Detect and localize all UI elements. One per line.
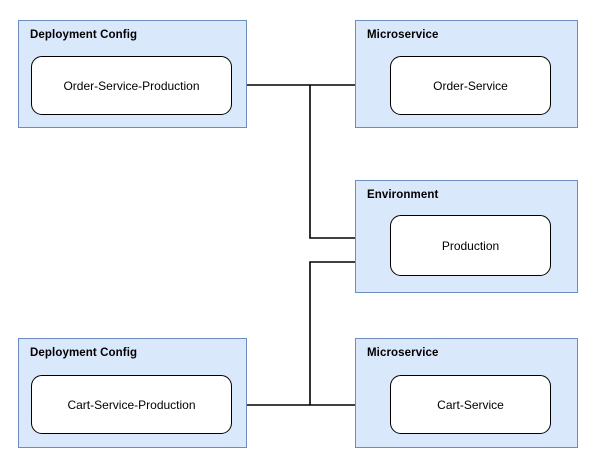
group-title: Microservice <box>367 29 439 41</box>
group-title: Deployment Config <box>30 347 138 359</box>
group-title: Deployment Config <box>30 29 138 41</box>
node-order-service-production[interactable]: Order-Service-Production <box>31 56 232 115</box>
node-label: Cart-Service-Production <box>67 397 196 412</box>
node-label: Cart-Service <box>437 397 504 412</box>
node-cart-service-production[interactable]: Cart-Service-Production <box>31 375 232 434</box>
node-label: Order-Service-Production <box>63 78 200 93</box>
node-production[interactable]: Production <box>390 215 551 276</box>
group-title: Microservice <box>367 347 439 359</box>
node-cart-service[interactable]: Cart-Service <box>390 375 551 434</box>
node-label: Order-Service <box>433 78 508 93</box>
node-order-service[interactable]: Order-Service <box>390 56 551 115</box>
group-title: Environment <box>367 189 439 201</box>
node-label: Production <box>441 238 500 253</box>
